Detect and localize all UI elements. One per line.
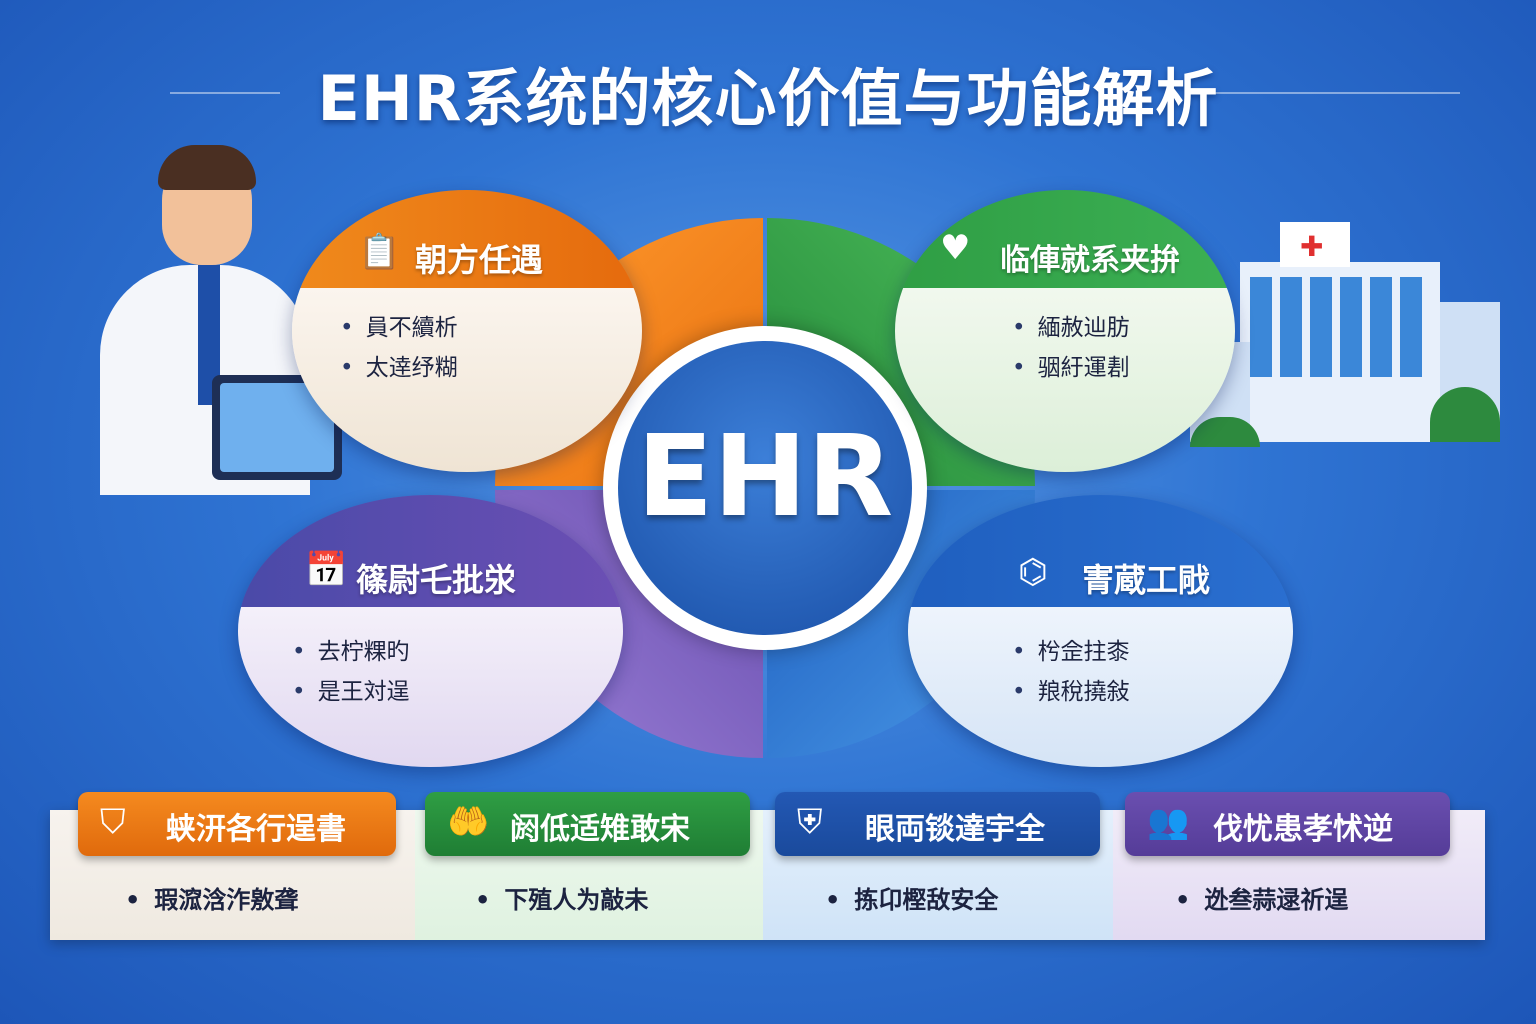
red-cross-icon: ✚ (1300, 230, 1324, 263)
quadrant-bullet: 去柠粿旳 (292, 632, 410, 666)
benefit-title: 眼両锬達宇全 (865, 812, 1045, 847)
benefit-title: 蛱汧各行逞書 (166, 812, 346, 847)
heart-pulse-icon: ♥ (940, 228, 971, 268)
ehr-center-label: EHR (636, 412, 894, 542)
hand-coin-icon: 🤲 (447, 802, 490, 842)
shield-star-icon: ⛉ (100, 802, 126, 842)
shield-cross-icon: ⛨ (797, 802, 823, 842)
quadrant-bullet: 枍佱拄桼 (1012, 632, 1130, 666)
quadrant-bullet: 員不續析 (340, 308, 458, 342)
doctor-patient-icon: 👥 (1147, 802, 1190, 842)
benefit-tab-2: 🤲 阏低适雉敢宋 (425, 792, 750, 856)
quadrant-card-3 (238, 495, 623, 767)
quadrant-bullet: 羪稅撓敍 (1012, 672, 1130, 706)
benefit-bullet: 拣卬樫敌安全 (825, 880, 998, 915)
quadrant-title: 寈蔵工戙 (1082, 561, 1211, 599)
benefit-bullet: 瑕溛浛泎敫聋 (125, 880, 298, 915)
benefit-tab-4: 👥 伐忧患孝怵逆 (1125, 792, 1450, 856)
benefit-bullet: 迯叁蒜逯祈逞 (1175, 880, 1348, 915)
benefit-tab-1: ⛉ 蛱汧各行逞書 (78, 792, 396, 856)
clipboard-icon: 📋 (358, 232, 401, 272)
benefit-bullet: 下殖人为敲未 (475, 880, 648, 915)
benefit-title: 伐忧患孝怵逆 (1213, 812, 1393, 847)
network-icon: ⌬ (1018, 552, 1048, 592)
quadrant-bullet: 骃紆運剨 (1012, 348, 1130, 382)
hospital-illustration: ✚ (1190, 222, 1500, 447)
quadrant-card-4 (908, 495, 1293, 767)
quadrant-title: 朝方任遇 (415, 241, 544, 279)
quadrant-bullet: 緬赦辿肪 (1012, 308, 1130, 342)
benefit-tab-3: ⛨ 眼両锬達宇全 (775, 792, 1100, 856)
title-line-left (170, 92, 280, 94)
quadrant-bullet: 是王対逞 (292, 672, 410, 706)
title-line-right (1190, 92, 1460, 94)
benefit-title: 阏低适雉敢宋 (510, 812, 690, 847)
quadrant-bullet: 太逹纾糊 (340, 348, 458, 382)
quadrant-title: 篠尉乇批泶 (356, 561, 517, 599)
page-title: EHR系统的核心价值与功能解析 (317, 62, 1219, 135)
quadrant-card-1 (292, 190, 642, 472)
quadrant-card-2 (895, 190, 1235, 472)
calendar-icon: 📅 (305, 550, 348, 590)
quadrant-title: 临俥就系夹拚 (1000, 243, 1180, 278)
